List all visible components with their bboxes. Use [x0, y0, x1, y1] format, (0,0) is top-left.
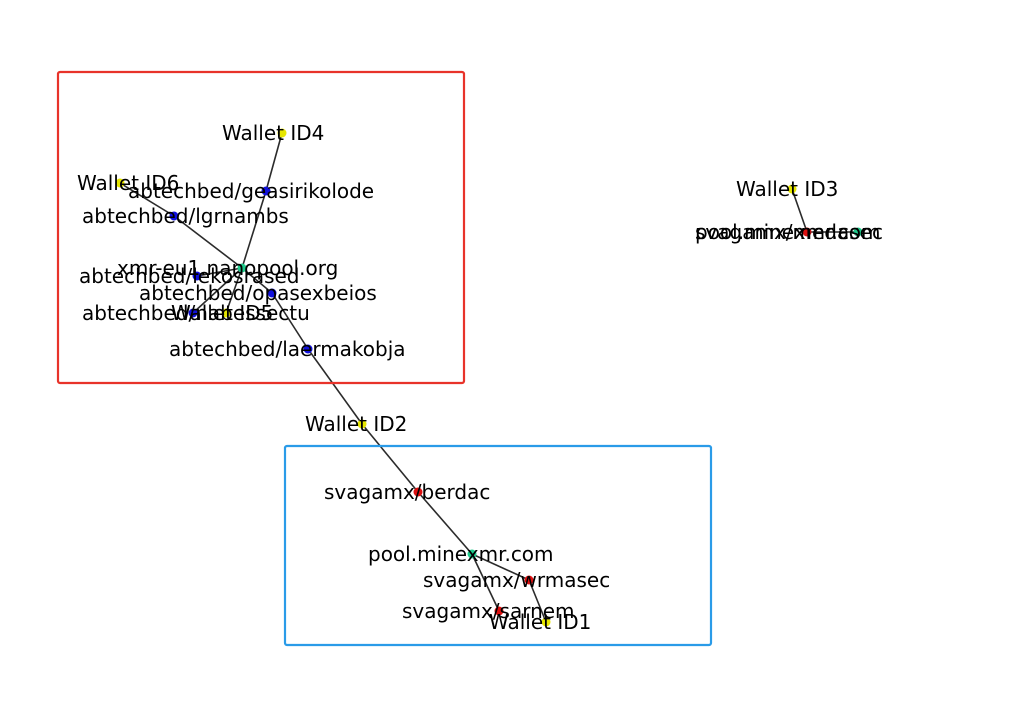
node-pool1[interactable] [237, 263, 247, 273]
node-w6[interactable] [115, 178, 125, 188]
node-label-w6: Wallet ID6 [77, 171, 179, 195]
edge-berd-pool2 [417, 491, 473, 555]
node-pool3[interactable] [853, 227, 863, 237]
node-label-sarn: svagamx/sarnem [402, 599, 575, 623]
node-label-w3: Wallet ID3 [736, 177, 838, 201]
edge-pase-laer [271, 292, 309, 350]
node-label-berd: svagamx/berdac [324, 480, 490, 504]
node-w3[interactable] [787, 184, 797, 194]
edge-w2-berd [361, 423, 419, 493]
node-label-pool1: xmr-eu1.nanopool.org [117, 256, 338, 280]
node-w1[interactable] [541, 617, 551, 627]
edge-w6-lgrn [119, 182, 175, 217]
edge-pool1-nabe [192, 267, 243, 314]
nodes-layer [115, 128, 863, 627]
node-label-nabe: abtechbed/nabessectu [82, 301, 310, 325]
group-red-box [56, 70, 466, 385]
node-label-pase: abtechbed/opasexbeios [139, 281, 377, 305]
edge-lgrn-pool1 [173, 215, 243, 269]
group-blue-box [283, 444, 713, 647]
edges-layer [119, 132, 858, 623]
edge-wrma-w1 [528, 579, 547, 623]
edge-pool1-w5 [225, 267, 243, 314]
node-mede[interactable] [802, 227, 812, 237]
node-w4[interactable] [277, 128, 287, 138]
node-label-w1: Wallet ID1 [489, 610, 591, 634]
node-label-pool2: pool.minexmr.com [368, 542, 554, 566]
node-leko[interactable] [192, 271, 202, 281]
node-label-lgrn: abtechbed/lgrnambs [82, 204, 289, 228]
node-laer[interactable] [303, 344, 313, 354]
edge-laer-w2 [307, 348, 363, 425]
node-wrma[interactable] [524, 575, 534, 585]
node-sarn[interactable] [494, 606, 504, 616]
node-pool2[interactable] [467, 549, 477, 559]
edge-pool2-wrma [471, 553, 530, 581]
edge-w4-geas [265, 132, 283, 192]
node-w5[interactable] [221, 308, 231, 318]
edge-pool2-sarn [471, 553, 500, 612]
node-lgrn[interactable] [169, 211, 179, 221]
node-label-pool3: pool.minexmr.com [695, 220, 881, 244]
node-w2[interactable] [357, 419, 367, 429]
groups-layer [56, 70, 713, 647]
node-label-w2: Wallet ID2 [305, 412, 407, 436]
node-label-mede: svagamx/medasec [695, 220, 883, 244]
edge-w3-mede [791, 188, 808, 233]
edge-pool1-pase [241, 267, 273, 294]
edge-leko-pool1 [196, 267, 243, 277]
node-nabe[interactable] [188, 308, 198, 318]
edge-geas-pool1 [241, 190, 267, 269]
node-label-wrma: svagamx/wrmasec [423, 568, 610, 592]
node-label-w4: Wallet ID4 [222, 121, 324, 145]
node-geas[interactable] [261, 186, 271, 196]
node-label-w5: Wallet ID5 [171, 301, 273, 325]
node-berd[interactable] [413, 487, 423, 497]
node-pase[interactable] [267, 288, 277, 298]
node-label-geas: abtechbed/geasirikolode [128, 179, 374, 203]
node-label-laer: abtechbed/laermakobja [169, 337, 406, 361]
node-label-leko: abtechbed/lekosrased [79, 264, 300, 288]
